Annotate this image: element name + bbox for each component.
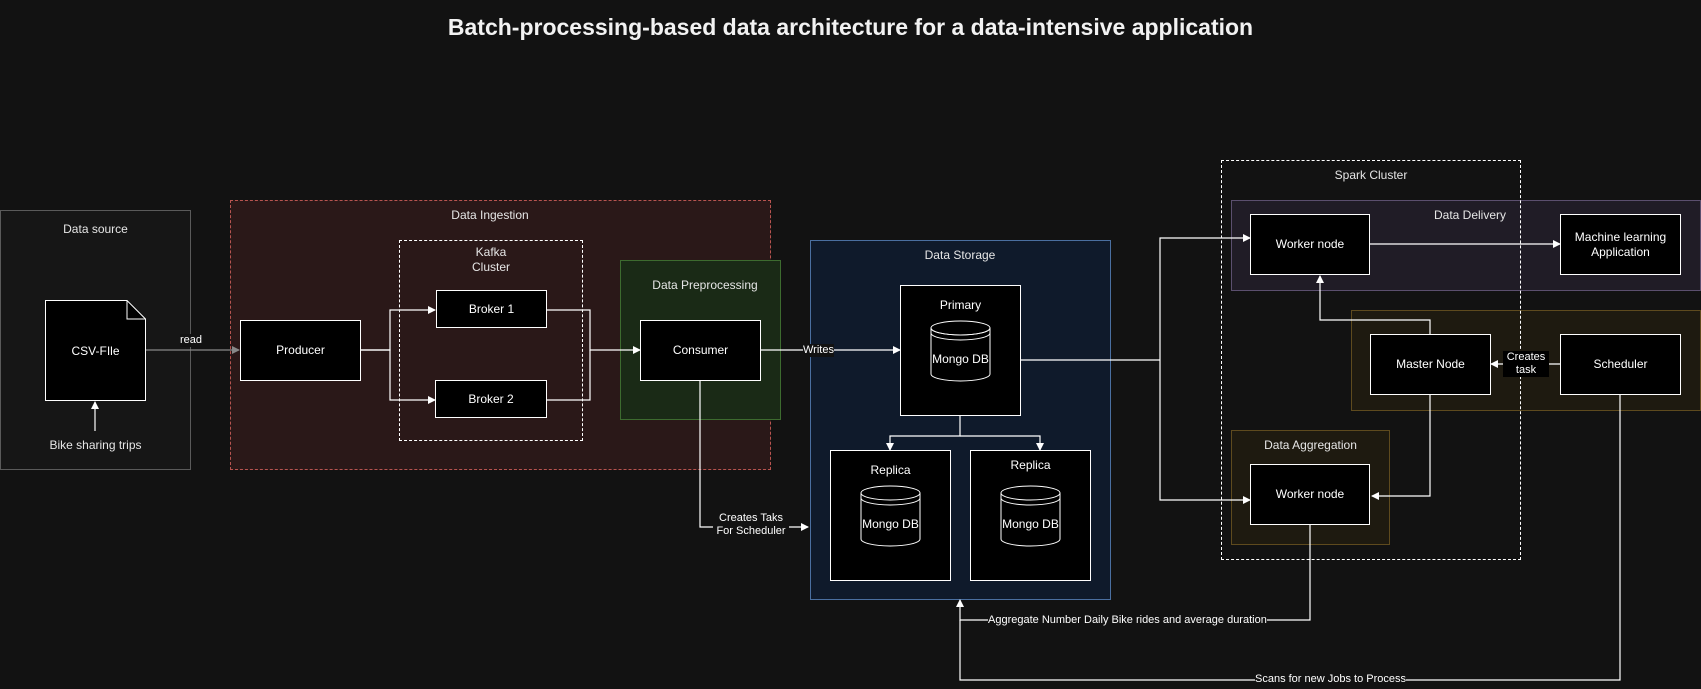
data-preprocessing-label: Data Preprocessing <box>652 278 758 292</box>
edge-producer-to-broker2 <box>360 349 436 404</box>
master-node[interactable]: Master Node <box>1370 334 1491 395</box>
broker2-node[interactable]: Broker 2 <box>435 380 547 418</box>
data-ingestion-label: Data Ingestion <box>451 208 529 222</box>
worker-delivery-label: Worker node <box>1275 237 1345 251</box>
read-edge-label: read <box>180 334 203 347</box>
ml-application-node[interactable]: Machine learning Application <box>1560 214 1681 275</box>
creates-task-edge-label: Creates task <box>1503 351 1549 377</box>
creates-taks-scheduler-edge-label: Creates Taks For Scheduler <box>713 512 789 538</box>
worker-node-aggregation[interactable]: Worker node <box>1250 464 1370 525</box>
edge-consumer-to-storage <box>699 381 809 531</box>
data-source-label: Data source <box>63 222 128 236</box>
edge-to-worker-aggregation <box>1159 360 1251 504</box>
ml-application-label: Machine learning Application <box>1574 229 1667 259</box>
master-node-label: Master Node <box>1396 357 1465 371</box>
mongo-replica2-label: Mongo DB <box>1002 517 1059 531</box>
diagram-title: Batch-processing-based data architecture… <box>447 14 1254 40</box>
edge-master-to-worker-aggregation <box>1371 395 1431 500</box>
csv-file-node[interactable]: CSV-FIle <box>45 300 146 401</box>
data-delivery-label: Data Delivery <box>1433 208 1507 222</box>
edge-broker2-to-consumer <box>547 350 591 401</box>
mongo-primary-label: Mongo DB <box>932 352 989 366</box>
replica2-label: Replica <box>1010 458 1051 472</box>
kafka-cluster-label: Kafka Cluster <box>471 245 510 274</box>
data-storage-label: Data Storage <box>924 248 996 262</box>
mongo-replica1-db: Mongo DB <box>860 485 921 547</box>
worker-node-delivery[interactable]: Worker node <box>1250 214 1370 275</box>
file-icon <box>45 300 146 401</box>
edge-primary-to-replicas <box>886 416 961 451</box>
scheduler-label: Scheduler <box>1593 357 1648 371</box>
mongo-primary-db: Mongo DB <box>930 320 991 382</box>
producer-node[interactable]: Producer <box>240 320 361 381</box>
aggregate-edge-label: Aggregate Number Daily Bike rides and av… <box>988 614 1267 627</box>
data-aggregation-label: Data Aggregation <box>1264 438 1357 452</box>
scans-edge-label: Scans for new Jobs to Process <box>1255 673 1407 686</box>
broker1-node[interactable]: Broker 1 <box>436 290 547 328</box>
scheduler-node[interactable]: Scheduler <box>1560 334 1681 395</box>
mongo-replica1-label: Mongo DB <box>862 517 919 531</box>
edge-to-worker-delivery <box>1159 234 1251 360</box>
consumer-node[interactable]: Consumer <box>640 320 761 381</box>
mongo-replica2-db: Mongo DB <box>1000 485 1061 547</box>
consumer-label: Consumer <box>672 343 729 357</box>
worker-aggregation-label: Worker node <box>1275 487 1345 501</box>
bike-trips-label: Bike sharing trips <box>49 438 142 452</box>
database-icon <box>1000 485 1061 547</box>
database-icon <box>860 485 921 547</box>
broker2-label: Broker 2 <box>468 391 514 406</box>
primary-label: Primary <box>939 298 982 312</box>
edge-producer-to-broker1 <box>360 306 436 351</box>
edge-primary-to-replica2 <box>960 435 1044 451</box>
kafka-cluster-region <box>399 240 583 441</box>
writes-edge-label: Writes <box>803 344 834 357</box>
producer-label: Producer <box>276 343 325 357</box>
spark-cluster-label: Spark Cluster <box>1334 168 1408 182</box>
broker1-label: Broker 1 <box>468 301 515 316</box>
csv-file-label: CSV-FIle <box>71 343 120 358</box>
database-icon <box>930 320 991 382</box>
edge-master-to-worker-delivery <box>1316 275 1431 334</box>
edge-broker1-to-consumer <box>547 309 641 354</box>
replica1-label: Replica <box>870 463 911 477</box>
